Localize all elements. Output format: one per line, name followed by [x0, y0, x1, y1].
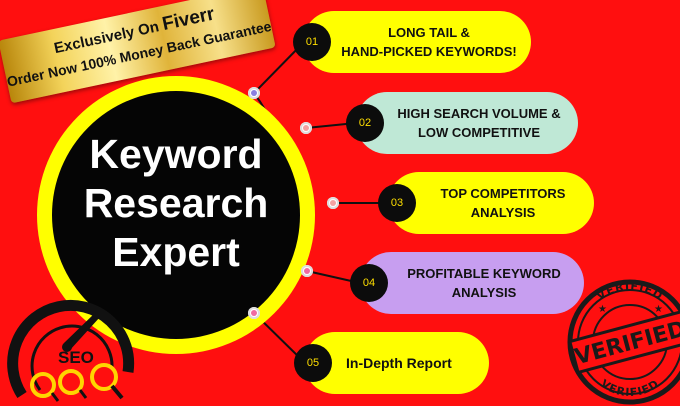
feature-line-1: HIGH SEARCH VOLUME &: [397, 106, 561, 121]
feature-pill-2: 02 HIGH SEARCH VOLUME & LOW COMPETITIVE: [346, 92, 578, 154]
feature-line-2: ANALYSIS: [470, 205, 536, 220]
feature-text: LONG TAIL & HAND-PICKED KEYWORDS!: [339, 11, 519, 73]
feature-number: 05: [294, 344, 332, 382]
connector-dot-2: [300, 122, 312, 134]
main-title: Keyword Research Expert: [52, 130, 300, 277]
feature-line-1: PROFITABLE KEYWORD: [407, 266, 561, 281]
feature-line-2: LOW COMPETITIVE: [417, 125, 541, 140]
feature-number: 01: [293, 23, 331, 61]
title-line-3: Expert: [112, 229, 240, 275]
feature-pill-3: 03 TOP COMPETITORS ANALYSIS: [378, 172, 594, 234]
feature-text: TOP COMPETITORS ANALYSIS: [424, 172, 582, 234]
feature-text: HIGH SEARCH VOLUME & LOW COMPETITIVE: [392, 92, 566, 154]
feature-number: 02: [346, 104, 384, 142]
title-disc: [52, 91, 300, 339]
title-line-2: Research: [83, 180, 269, 226]
seo-label: SEO: [58, 348, 94, 367]
connector-dot-3: [327, 197, 339, 209]
feature-text: PROFITABLE KEYWORD ANALYSIS: [396, 252, 572, 314]
connector-dot-1: [248, 87, 260, 99]
connector-dot-4: [301, 265, 313, 277]
title-line-1: Keyword: [89, 131, 263, 177]
feature-text: In-Depth Report: [346, 354, 452, 371]
feature-line-2: ANALYSIS: [451, 285, 517, 300]
feature-pill-4: 04 PROFITABLE KEYWORD ANALYSIS: [350, 252, 584, 314]
feature-pill-1: 01 LONG TAIL & HAND-PICKED KEYWORDS!: [293, 11, 531, 73]
feature-number: 04: [350, 264, 388, 302]
feature-line-1: TOP COMPETITORS: [440, 186, 566, 201]
connector-dot-5: [248, 307, 260, 319]
feature-line-2: HAND-PICKED KEYWORDS!: [341, 44, 517, 59]
feature-number: 03: [378, 184, 416, 222]
feature-line-1: LONG TAIL &: [388, 25, 470, 40]
feature-pill-5: 05 In-Depth Report: [294, 332, 489, 394]
